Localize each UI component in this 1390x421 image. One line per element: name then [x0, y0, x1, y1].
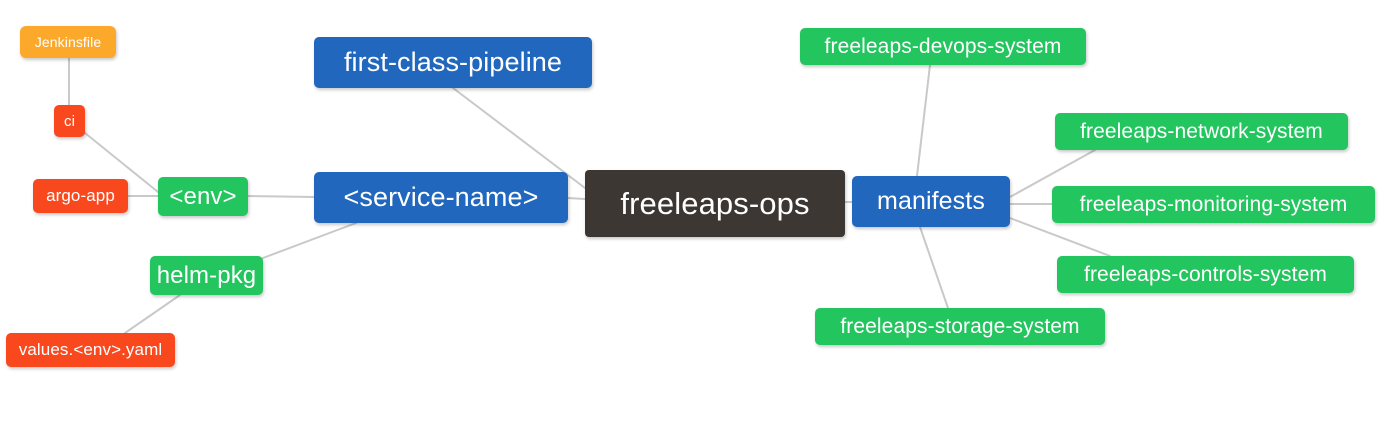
edge-freeleaps-ops-to-service-name — [567, 197, 586, 200]
node-freeleaps-storage-system[interactable]: freeleaps-storage-system — [815, 308, 1105, 345]
node-helm-pkg[interactable]: helm-pkg — [150, 256, 263, 295]
node-manifests[interactable]: manifests — [852, 176, 1010, 227]
node-env[interactable]: <env> — [158, 177, 248, 216]
node-freeleaps-ops[interactable]: freeleaps-ops — [585, 170, 845, 237]
node-freeleaps-network-system[interactable]: freeleaps-network-system — [1055, 113, 1348, 150]
node-first-class-pipeline[interactable]: first-class-pipeline — [314, 37, 592, 88]
edge-manifests-to-freeleaps-storage-system — [919, 226, 949, 309]
edge-service-name-to-env — [247, 195, 315, 198]
edge-helm-pkg-to-values-env-yaml — [124, 294, 181, 334]
node-freeleaps-devops-system[interactable]: freeleaps-devops-system — [800, 28, 1086, 65]
node-jenkinsfile[interactable]: Jenkinsfile — [20, 26, 116, 58]
node-ci[interactable]: ci — [54, 105, 85, 137]
node-values-env-yaml[interactable]: values.<env>.yaml — [6, 333, 175, 367]
edge-manifests-to-freeleaps-devops-system — [916, 64, 931, 177]
node-freeleaps-monitoring-system[interactable]: freeleaps-monitoring-system — [1052, 186, 1375, 223]
node-freeleaps-controls-system[interactable]: freeleaps-controls-system — [1057, 256, 1354, 293]
edge-service-name-to-helm-pkg — [262, 222, 357, 259]
node-argo-app[interactable]: argo-app — [33, 179, 128, 213]
edge-manifests-to-freeleaps-controls-system — [1009, 217, 1111, 257]
node-service-name[interactable]: <service-name> — [314, 172, 568, 223]
